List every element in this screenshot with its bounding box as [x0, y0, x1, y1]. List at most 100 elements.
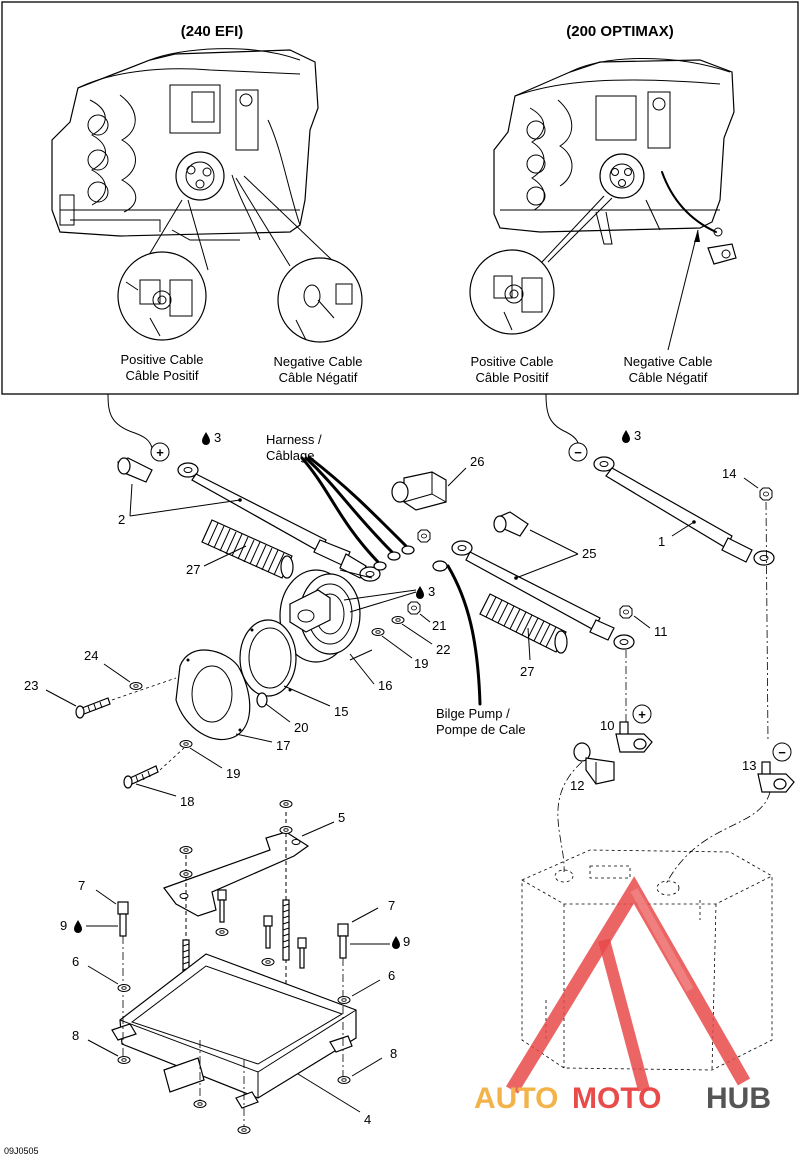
efi-negative-cable-zoom [235, 175, 363, 343]
part-num-5: 5 [338, 810, 345, 825]
part-num-12: 12 [570, 778, 584, 793]
part-num-10: 10 [600, 718, 614, 733]
torque-drop-icon [74, 920, 82, 933]
svg-text:AUTO: AUTO [474, 1082, 558, 1115]
engine-240-efi [51, 48, 319, 241]
part-num-9a: 9 [60, 918, 67, 933]
header-200-optimax: (200 OPTIMAX) [566, 23, 674, 40]
part-num-20: 20 [294, 720, 308, 735]
connector-housing-16 [279, 569, 373, 663]
drawing-code: 09J0505 [4, 1146, 39, 1156]
part-num-11: 11 [654, 624, 668, 639]
negative-marker-top: − [568, 442, 588, 462]
part-num-6a: 6 [72, 954, 79, 969]
torque-drop-icon [416, 586, 424, 599]
negative-marker-terminal: − [772, 742, 792, 762]
washer-22 [391, 616, 405, 624]
optimax-positive-cable-zoom [469, 195, 613, 335]
efi-positive-cable-label-fr: Câble Positif [126, 368, 199, 383]
battery [521, 849, 773, 1071]
washer-24 [129, 682, 143, 690]
torque-drop-icon [622, 430, 630, 443]
washer-6b [337, 996, 351, 1004]
negative-terminal-clamp-13 [757, 761, 795, 793]
part-num-18: 18 [180, 794, 194, 809]
part-num-14: 14 [722, 466, 736, 481]
part-num-24: 24 [84, 648, 98, 663]
svg-text:HUB: HUB [706, 1082, 771, 1115]
positive-cable-part-2 [117, 457, 381, 582]
wiring-harness [300, 456, 415, 571]
optimax-negative-cable-label-fr: Câble Négatif [629, 370, 708, 385]
convoluted-tube-27a [201, 519, 294, 579]
part-num-3a: 3 [214, 430, 221, 445]
negative-battery-lead [665, 791, 771, 885]
bilge-pump-label-fr: Pompe de Cale [436, 722, 526, 737]
harness-label-fr: Câblage [266, 448, 314, 463]
negative-cable-part-1 [593, 456, 775, 566]
torque-drop-icon [392, 936, 400, 949]
hold-down-strap-5 [163, 831, 310, 917]
efi-negative-cable-label: Negative Cable [274, 354, 363, 369]
positive-cable-part-25 [451, 511, 635, 650]
part-num-7b: 7 [388, 898, 395, 913]
threaded-rod [279, 800, 293, 1010]
part-num-6b: 6 [388, 968, 395, 983]
washer [237, 1126, 251, 1134]
washer-19b [179, 740, 193, 748]
washer-6a [117, 984, 131, 992]
hex-nut-21 [407, 601, 421, 615]
torque-drop-icon [202, 432, 210, 445]
positive-cable-leader [107, 393, 153, 449]
optimax-negative-cable-leader [667, 229, 700, 351]
svg-text:+: + [156, 445, 164, 460]
positive-marker-top: + [150, 442, 170, 462]
screw-18 [123, 765, 159, 789]
positive-battery-lead [557, 761, 583, 873]
part-num-8b: 8 [390, 1046, 397, 1061]
gasket-15 [239, 619, 297, 697]
engine-200-optimax [493, 57, 737, 265]
part-num-22: 22 [436, 642, 450, 657]
hex-nut-14 [759, 487, 773, 501]
part-num-27b: 27 [520, 664, 534, 679]
positive-marker-terminal: + [632, 704, 652, 724]
bilge-pump-wire [432, 560, 482, 706]
svg-text:+: + [638, 707, 646, 722]
washer-19a [371, 628, 385, 636]
part-num-3c: 3 [428, 584, 435, 599]
svg-text:MOTO: MOTO [572, 1082, 661, 1115]
efi-positive-cable-zoom [117, 199, 209, 341]
convoluted-tube-27b [479, 593, 568, 654]
cap-screw-7a [117, 901, 129, 1060]
part-num-25: 25 [582, 546, 596, 561]
negative-cable-leader [545, 393, 581, 449]
terminal-boot-26 [391, 471, 447, 511]
part-num-2: 2 [118, 512, 125, 527]
part-num-7a: 7 [78, 878, 85, 893]
part-num-21: 21 [432, 618, 446, 633]
cap-screw-7b [337, 923, 349, 1080]
optimax-positive-cable-label-fr: Câble Positif [476, 370, 549, 385]
optimax-positive-cable-label: Positive Cable [470, 354, 553, 369]
optimax-negative-cable-label: Negative Cable [624, 354, 713, 369]
part-num-27a: 27 [186, 562, 200, 577]
bilge-pump-label: Bilge Pump / [436, 706, 510, 721]
automotohub-watermark: AUTO MOTO HUB [474, 876, 771, 1115]
part-num-19b: 19 [226, 766, 240, 781]
mounting-flange-17 [175, 649, 251, 741]
part-num-9b: 9 [403, 934, 410, 949]
positive-terminal-clamp-10 [615, 721, 653, 753]
cap-screw [261, 915, 275, 966]
part-num-4: 4 [364, 1112, 371, 1127]
cap-screw [215, 889, 229, 936]
terminal-boot-12 [573, 742, 615, 785]
washer-8b [337, 1076, 351, 1084]
cap-screw [297, 937, 307, 969]
spacer-20 [256, 692, 268, 708]
washer [193, 1100, 207, 1108]
part-num-26: 26 [470, 454, 484, 469]
part-num-17: 17 [276, 738, 290, 753]
efi-negative-cable-label-fr: Câble Négatif [279, 370, 358, 385]
